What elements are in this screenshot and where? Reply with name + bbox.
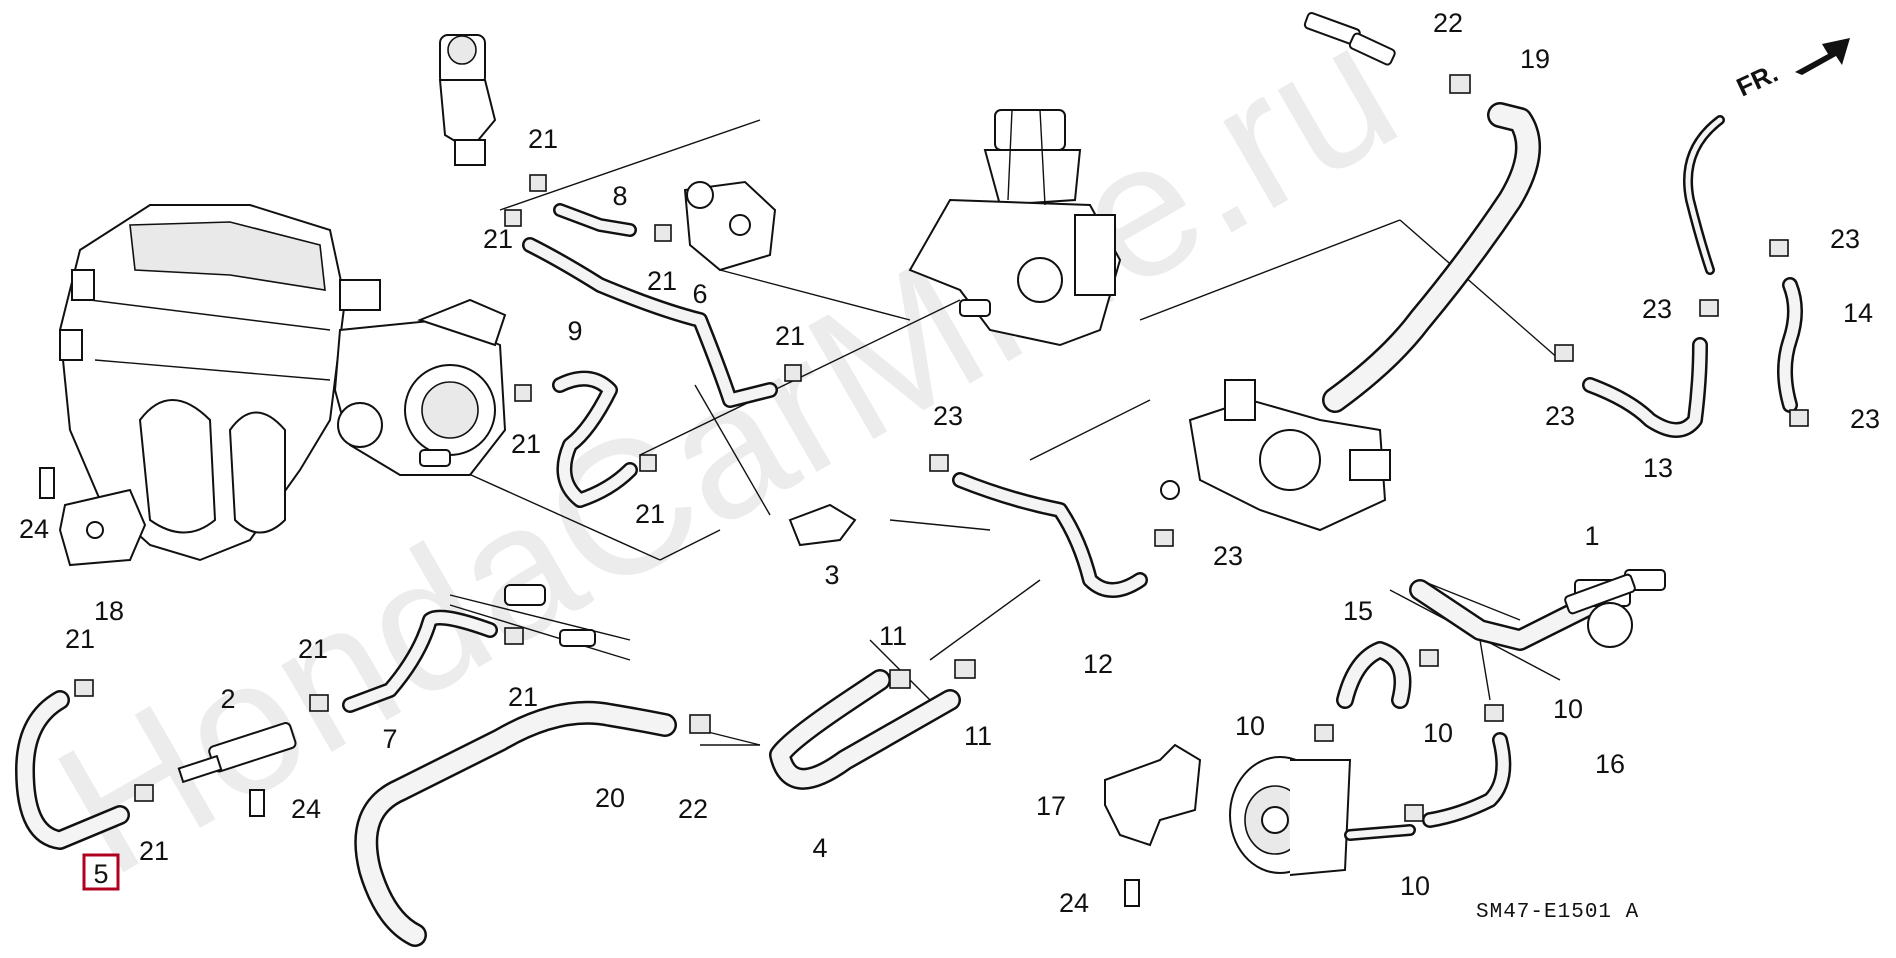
callout-21a[interactable]: 21 xyxy=(528,124,558,154)
front-direction-indicator: FR. xyxy=(1732,38,1850,102)
intake-manifold xyxy=(58,204,381,562)
callout-13[interactable]: 13 xyxy=(1643,453,1673,483)
callout-21h[interactable]: 21 xyxy=(298,634,328,664)
callout-20[interactable]: 20 xyxy=(595,783,625,813)
callout-19[interactable]: 19 xyxy=(1520,44,1550,74)
clamps xyxy=(74,74,1809,822)
callout-18[interactable]: 18 xyxy=(94,596,124,626)
callout-5[interactable]: 5 xyxy=(93,859,108,889)
direction-label: FR. xyxy=(1732,58,1783,103)
callout-10b[interactable]: 10 xyxy=(1423,718,1453,748)
callout-3[interactable]: 3 xyxy=(824,560,839,590)
callout-10a[interactable]: 10 xyxy=(1235,711,1265,741)
throttle-body xyxy=(333,298,507,476)
callout-21i[interactable]: 21 xyxy=(508,682,538,712)
callout-23b[interactable]: 23 xyxy=(1213,541,1243,571)
callout-10d[interactable]: 10 xyxy=(1400,871,1430,901)
callout-24a[interactable]: 24 xyxy=(19,514,49,544)
callout-21d[interactable]: 21 xyxy=(775,321,805,351)
callout-21b[interactable]: 21 xyxy=(483,224,513,254)
callout-21g[interactable]: 21 xyxy=(65,624,95,654)
callout-16[interactable]: 16 xyxy=(1595,749,1625,779)
callout-1[interactable]: 1 xyxy=(1584,521,1599,551)
callout-22a[interactable]: 22 xyxy=(1433,8,1463,38)
callout-24c[interactable]: 24 xyxy=(1059,888,1089,918)
callout-21j[interactable]: 21 xyxy=(139,836,169,866)
fast-idle-valve xyxy=(683,180,777,272)
idle-air-control-valve xyxy=(438,34,497,166)
figure-code: SM47-E1501 A xyxy=(1476,901,1639,924)
front-arrow-icon xyxy=(1795,38,1850,75)
callout-11a[interactable]: 11 xyxy=(879,621,907,651)
callout-6[interactable]: 6 xyxy=(692,279,707,309)
callout-4[interactable]: 4 xyxy=(812,833,827,863)
callout-21f[interactable]: 21 xyxy=(635,499,665,529)
callout-21e[interactable]: 21 xyxy=(511,429,541,459)
callouts: 1 2 3 4 5 6 7 8 9 10 10 10 10 11 11 12 1… xyxy=(19,8,1880,918)
callout-2[interactable]: 2 xyxy=(220,684,235,714)
highlight-box xyxy=(82,853,120,891)
callout-24b[interactable]: 24 xyxy=(291,794,321,824)
callout-23c[interactable]: 23 xyxy=(1545,401,1575,431)
callout-12[interactable]: 12 xyxy=(1083,649,1113,679)
callout-23f[interactable]: 23 xyxy=(1850,404,1880,434)
callout-23d[interactable]: 23 xyxy=(1642,294,1672,324)
callout-23e[interactable]: 23 xyxy=(1830,224,1860,254)
brackets-and-fittings xyxy=(39,12,1636,907)
callout-17[interactable]: 17 xyxy=(1036,791,1066,821)
callout-10c[interactable]: 10 xyxy=(1553,694,1583,724)
fuel-vapor-canister xyxy=(1229,756,1352,876)
callout-23a[interactable]: 23 xyxy=(933,401,963,431)
egr-valve-assembly xyxy=(908,109,1122,347)
callout-15[interactable]: 15 xyxy=(1343,596,1373,626)
callout-21c[interactable]: 21 xyxy=(647,266,677,296)
callout-11b[interactable]: 11 xyxy=(964,721,992,751)
callout-14[interactable]: 14 xyxy=(1843,298,1873,328)
hoses xyxy=(15,102,1803,947)
callout-22b[interactable]: 22 xyxy=(678,794,708,824)
callout-9[interactable]: 9 xyxy=(567,316,582,346)
thermostat-housing xyxy=(1160,379,1391,532)
callout-8[interactable]: 8 xyxy=(612,181,627,211)
callout-7[interactable]: 7 xyxy=(382,724,397,754)
